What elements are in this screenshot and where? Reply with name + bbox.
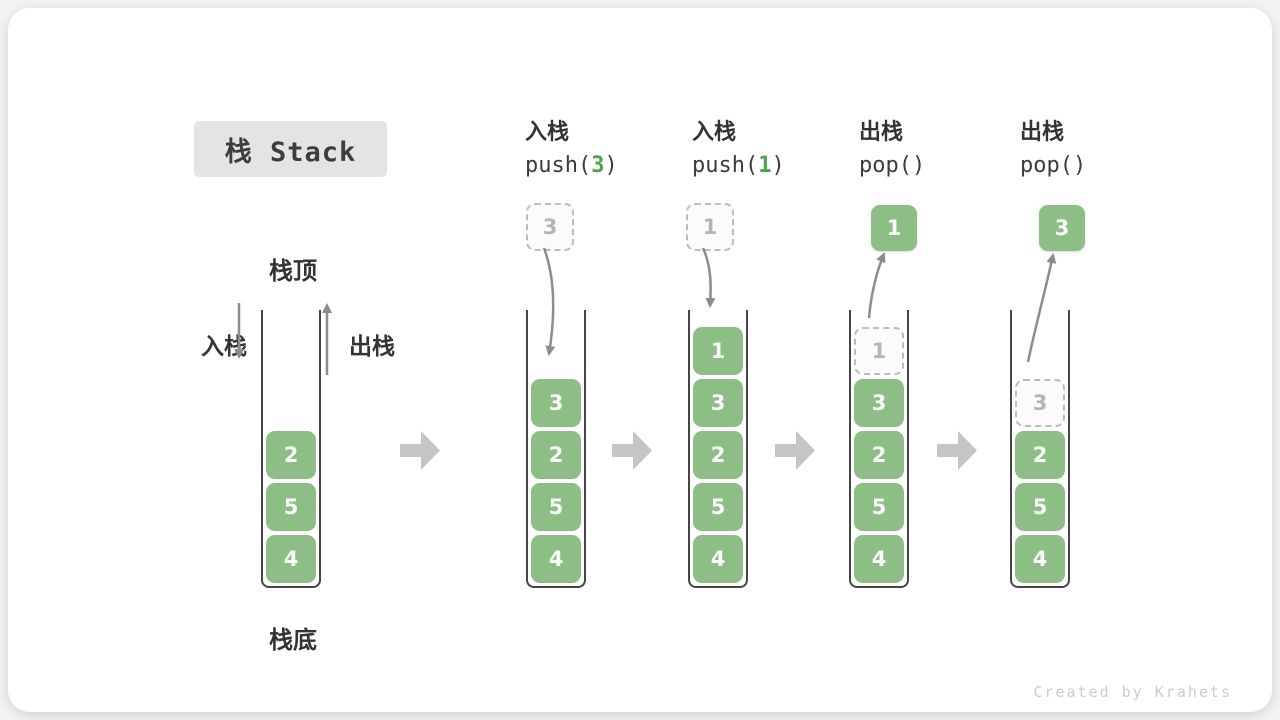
stack-cell: 5 xyxy=(266,483,316,531)
step2-push-arrow xyxy=(701,247,716,308)
stack-cell: 4 xyxy=(1015,535,1065,583)
code-arg: 3 xyxy=(591,153,605,178)
step1-incoming-value: 3 xyxy=(526,203,574,251)
code-pre: pop( xyxy=(859,153,912,178)
stack-cell: 5 xyxy=(1015,483,1065,531)
stack-cell: 2 xyxy=(1015,431,1065,479)
stack-frame-step3 xyxy=(849,310,909,588)
stack-cell: 4 xyxy=(854,535,904,583)
step2-op-label: 入栈 xyxy=(692,120,737,145)
code-pre: push( xyxy=(692,153,759,178)
stack-cell: 5 xyxy=(693,483,743,531)
step2-header: 入栈 push(1) xyxy=(692,114,785,178)
code-arg: 1 xyxy=(758,153,772,178)
stack-cell: 5 xyxy=(854,483,904,531)
code-pre: pop( xyxy=(1020,153,1073,178)
step3-code-label: pop() xyxy=(859,153,925,178)
stack-frame-step1 xyxy=(526,310,586,588)
stack-cell: 4 xyxy=(693,535,743,583)
credit-text: Created by Krahets xyxy=(1033,683,1232,701)
stack-frame-step4 xyxy=(1010,310,1070,588)
stack-cell: 3 xyxy=(693,379,743,427)
stack-bottom-label: 栈底 xyxy=(269,626,317,654)
push-direction-label: 入栈 xyxy=(201,334,247,360)
code-post: ) xyxy=(911,153,926,178)
stack-cell-removed: 1 xyxy=(854,327,904,375)
stack-cell-removed: 3 xyxy=(1015,379,1065,427)
diagram-title: 栈 Stack xyxy=(194,121,387,177)
transition-arrow-3 xyxy=(775,431,815,470)
stack-cell: 4 xyxy=(531,535,581,583)
stack-cell: 4 xyxy=(266,535,316,583)
step2-code-label: push(1) xyxy=(692,153,785,178)
stack-top-label: 栈顶 xyxy=(269,257,317,285)
step4-op-label: 出栈 xyxy=(1020,120,1065,145)
code-pre: push( xyxy=(525,153,592,178)
stack-cell: 3 xyxy=(854,379,904,427)
code-post: ) xyxy=(604,153,618,178)
stack-cell: 2 xyxy=(266,431,316,479)
pop-direction-label: 出栈 xyxy=(349,334,395,360)
code-post: ) xyxy=(1072,153,1087,178)
code-post: ) xyxy=(771,153,785,178)
stack-frame-initial xyxy=(261,310,321,588)
transition-arrow-4 xyxy=(937,431,977,470)
step1-code-label: push(3) xyxy=(525,153,618,178)
stack-cell: 2 xyxy=(693,431,743,479)
transition-arrow-1 xyxy=(400,431,440,470)
step3-header: 出栈 pop() xyxy=(859,114,925,178)
step4-header: 出栈 pop() xyxy=(1020,114,1086,178)
transition-arrow-2 xyxy=(612,431,652,470)
stack-cell: 3 xyxy=(531,379,581,427)
step2-incoming-value: 1 xyxy=(686,203,734,251)
stack-cell: 1 xyxy=(693,327,743,375)
stack-cell: 2 xyxy=(531,431,581,479)
step1-op-label: 入栈 xyxy=(525,120,570,145)
step4-popped-value: 3 xyxy=(1039,205,1085,251)
diagram-card: 栈 Stack 栈顶 栈底 入栈 出栈 入栈 push(3) 入栈 push(1… xyxy=(8,8,1272,712)
step3-pop-arrow xyxy=(867,252,886,319)
step3-op-label: 出栈 xyxy=(859,120,904,145)
step4-code-label: pop() xyxy=(1020,153,1086,178)
stack-cell: 2 xyxy=(854,431,904,479)
stack-cell: 5 xyxy=(531,483,581,531)
step3-popped-value: 1 xyxy=(871,205,917,251)
step1-header: 入栈 push(3) xyxy=(525,114,618,178)
stack-frame-step2 xyxy=(688,310,748,588)
